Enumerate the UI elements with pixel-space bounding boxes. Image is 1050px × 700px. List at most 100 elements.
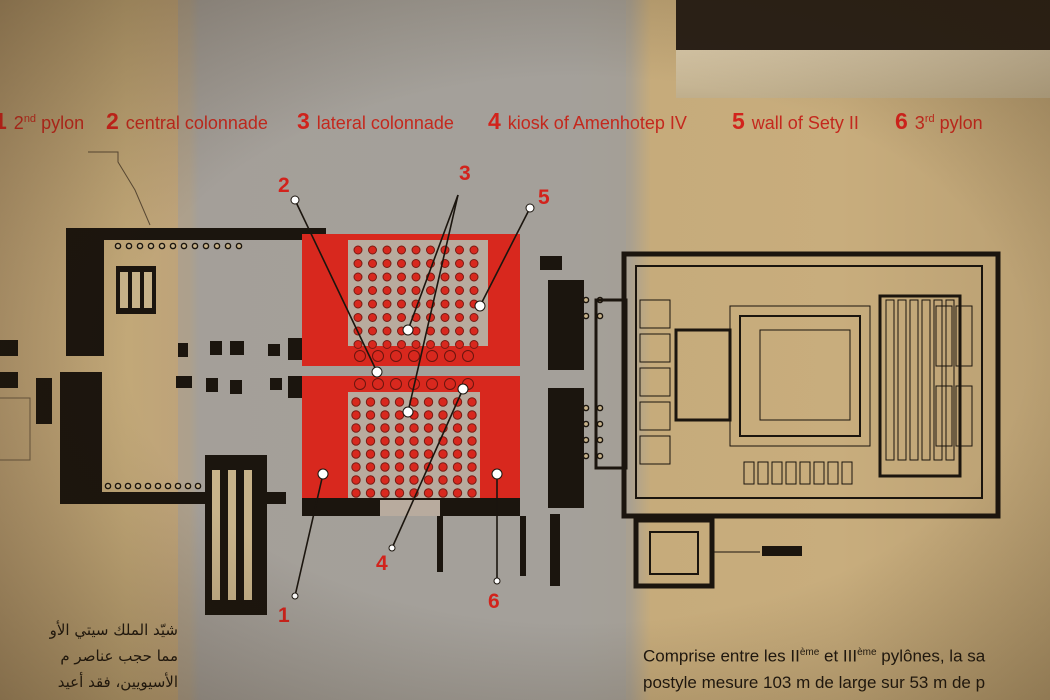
column — [394, 475, 405, 485]
column-marker — [144, 482, 152, 490]
column — [452, 488, 463, 498]
column — [455, 286, 464, 295]
column — [455, 245, 464, 255]
room — [757, 461, 769, 485]
column — [469, 259, 479, 268]
column-marker — [596, 452, 604, 460]
column — [411, 286, 421, 295]
column — [368, 313, 377, 322]
legend-label: wall of Sety II — [751, 113, 859, 133]
right-temple-plan — [621, 251, 1001, 589]
column — [382, 313, 392, 322]
legend-number: 2 — [106, 108, 119, 134]
column-marker — [114, 242, 122, 250]
column — [397, 299, 406, 309]
column — [440, 286, 450, 295]
court-features — [176, 338, 306, 398]
column — [462, 350, 474, 362]
column-marker — [184, 482, 192, 490]
legend-number: 5 — [732, 108, 745, 134]
column — [394, 462, 405, 472]
room — [897, 299, 907, 461]
column — [365, 462, 376, 472]
callout-3: 3 — [459, 162, 471, 185]
column — [423, 449, 434, 459]
column — [351, 488, 361, 498]
column — [438, 475, 448, 485]
column-marker — [180, 242, 188, 250]
inset-photo — [676, 0, 1050, 98]
arabic-caption: شيّد الملك سيتي الأو مما حجب عناصر م الأ… — [49, 621, 178, 691]
column — [394, 436, 405, 446]
column — [368, 286, 377, 295]
column — [353, 286, 363, 295]
room — [639, 401, 671, 431]
column — [426, 245, 435, 255]
column-marker — [154, 482, 162, 490]
column-marker — [235, 242, 243, 250]
column — [469, 326, 479, 336]
column — [423, 436, 434, 446]
column-marker — [125, 242, 133, 250]
column-marker — [114, 482, 122, 490]
legend-item-5: 5 wall of Sety II — [732, 108, 859, 135]
room — [909, 299, 919, 461]
french-caption: Comprise entre les IIème et IIIème pylôn… — [643, 646, 986, 692]
column — [397, 245, 406, 255]
column — [382, 259, 392, 268]
room — [955, 305, 973, 367]
room — [935, 305, 953, 367]
room — [955, 385, 973, 447]
column — [351, 436, 361, 446]
column-marker — [582, 436, 590, 444]
column — [372, 350, 384, 362]
room — [771, 461, 783, 485]
column-marker — [596, 436, 604, 444]
column — [382, 326, 392, 336]
column-marker — [213, 242, 221, 250]
room — [759, 329, 851, 421]
column — [411, 340, 421, 349]
column-marker — [596, 420, 604, 428]
column-marker — [158, 242, 166, 250]
callout-1: 1 — [278, 604, 290, 627]
column — [397, 259, 406, 268]
room — [921, 299, 931, 461]
column — [426, 378, 438, 390]
room — [885, 299, 895, 461]
column — [440, 340, 450, 349]
legend-label: central colonnade — [125, 113, 268, 133]
legend-label: lateral colonnade — [316, 113, 454, 133]
column — [397, 340, 406, 349]
column — [409, 423, 419, 433]
column — [353, 259, 363, 268]
column — [380, 436, 390, 446]
room — [743, 461, 755, 485]
column — [438, 410, 448, 420]
column — [467, 423, 477, 433]
column — [411, 259, 421, 268]
column — [444, 378, 456, 390]
column — [354, 378, 366, 390]
column — [365, 488, 376, 498]
column — [382, 272, 392, 282]
column — [365, 423, 376, 433]
column — [365, 475, 376, 485]
column — [455, 259, 464, 268]
column — [394, 410, 405, 420]
column — [438, 397, 448, 407]
column — [452, 449, 463, 459]
column — [382, 340, 392, 349]
column — [353, 299, 363, 309]
column-marker — [191, 242, 199, 250]
column-marker — [596, 312, 604, 320]
column — [455, 272, 464, 282]
legend-item-2: 2 central colonnade — [106, 108, 268, 135]
column — [368, 340, 377, 349]
column — [469, 272, 479, 282]
room — [945, 299, 955, 461]
callout-5: 5 — [538, 186, 550, 209]
column — [408, 350, 420, 362]
column — [426, 340, 435, 349]
column — [380, 462, 390, 472]
